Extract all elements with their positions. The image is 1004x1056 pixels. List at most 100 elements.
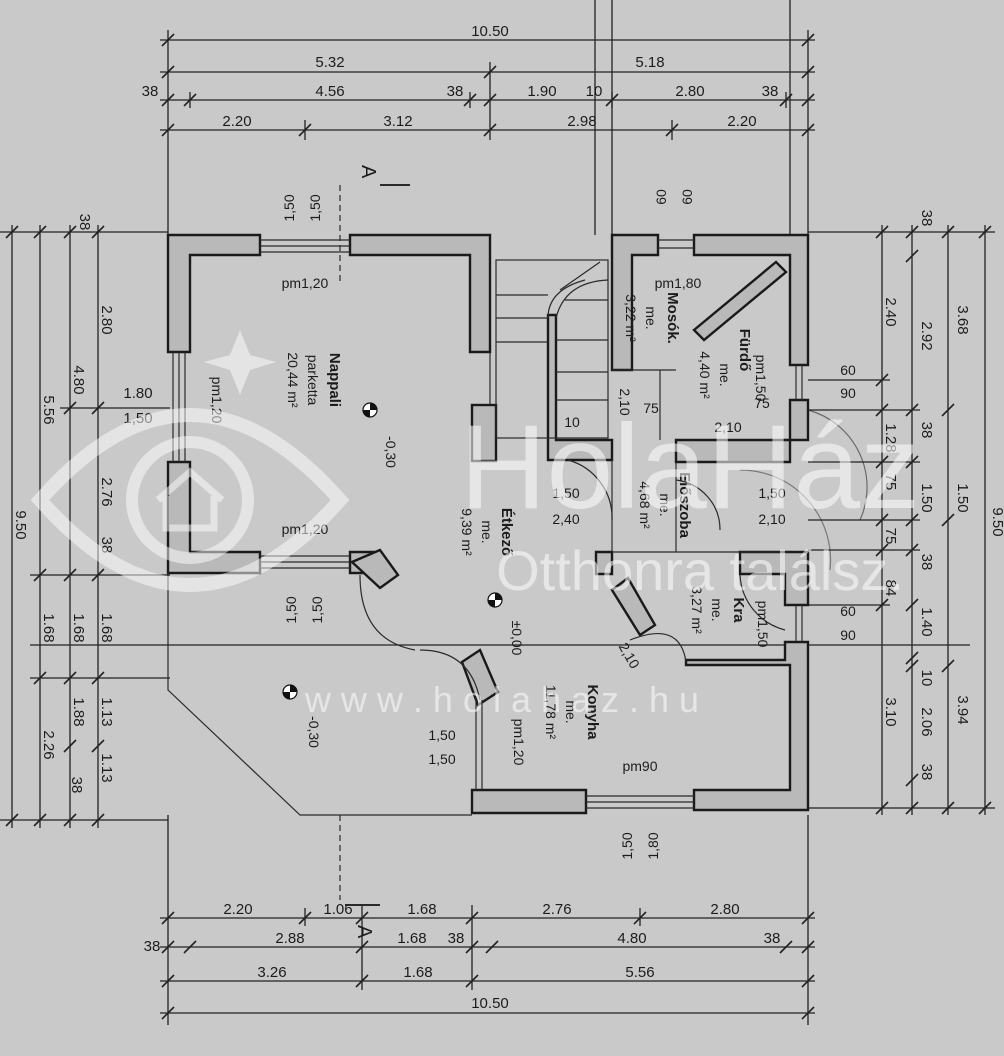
- dim-top-2-98: 2.98: [567, 113, 596, 130]
- dim-right-total: 9.50: [989, 507, 1004, 536]
- dim-right-2-92: 2.92: [918, 321, 935, 350]
- dim-right-wall-4: 38: [918, 764, 935, 781]
- wall-bath-bottom: [674, 398, 810, 464]
- dim-right-10: 10: [918, 670, 935, 687]
- win-furdo-inner-1: 75: [754, 395, 770, 411]
- top-dimension-labels: 10.50 5.32 5.18 38 4.56 38 1.90 10 2.80 …: [142, 23, 779, 130]
- room-eloszoba-finish: me.: [657, 493, 673, 516]
- level-marker-etkezo: [487, 592, 503, 608]
- dim-left-1-68-inner: 1.68: [40, 613, 57, 642]
- watermark-logo-icon: [30, 330, 350, 592]
- win-konyha-left-1: 1,50: [428, 727, 455, 743]
- section-marker-top: A: [357, 165, 379, 179]
- bottom-dimension-ticks: [161, 911, 815, 1020]
- door-label-10: 10: [564, 414, 580, 430]
- dim-left-1-68-outer: 1.68: [98, 613, 115, 642]
- win-eloszoba-right-2: 2,10: [758, 511, 785, 527]
- dim-left-2-26: 2.26: [40, 730, 57, 759]
- dim-left-1-88: 1.88: [70, 697, 87, 726]
- room-etkezo-area: 9,39 m²: [459, 508, 475, 556]
- room-kra: Kra me. 3,27 m²: [689, 586, 747, 634]
- dim-bottom-wall-3: 38: [764, 930, 781, 947]
- level-markers: [282, 402, 503, 700]
- dim-bottom-total: 10.50: [471, 995, 509, 1012]
- wall-top-middle: [348, 233, 492, 354]
- level-terrace: -0,30: [306, 716, 322, 748]
- dim-right-1-28: 1.28: [882, 423, 899, 452]
- opening-nappali-top: pm1,20: [282, 275, 329, 291]
- dim-right-3-94: 3.94: [954, 695, 971, 724]
- dim-top-1-90: 1.90: [527, 83, 556, 100]
- room-mosok: Mosók. me. 3,22 m²: [623, 292, 681, 344]
- dim-top-10: 10: [586, 83, 603, 100]
- dim-top-3-12: 3.12: [383, 113, 412, 130]
- room-furdo-finish: me.: [717, 363, 733, 386]
- opening-furdo: pm1,50: [753, 355, 769, 402]
- dim-bottom-wall-1: 38: [144, 938, 161, 955]
- dim-right-wall-1: 38: [918, 210, 935, 227]
- dim-bottom-2-88: 2.88: [275, 930, 304, 947]
- room-konyha-name: Konyha: [584, 684, 601, 740]
- dim-left-4-80: 4.80: [70, 365, 87, 394]
- dim-left-2-76: 2.76: [98, 477, 115, 506]
- wall-diagonal-1: [349, 548, 400, 590]
- dim-top-2-20-b: 2.20: [727, 113, 756, 130]
- level-marker-nappali: [362, 402, 378, 418]
- bottom-dimension-labels: 2.20 1.06 1.68 2.76 2.80 38 2.88 1.68 38…: [144, 901, 781, 1012]
- dim-left-1-68-mid: 1.68: [70, 613, 87, 642]
- top-dimension-ticks: [161, 33, 815, 137]
- win-bottom-left-2: 1,50: [309, 596, 325, 623]
- dim-top-right: 5.18: [635, 54, 664, 71]
- dim-right-wall-3: 38: [918, 554, 935, 571]
- bottom-dimensions: [160, 815, 815, 1025]
- watermark-url: w w w . h o l a h a z . h u: [304, 679, 699, 720]
- watermark-brand: HolaHáz: [460, 400, 920, 534]
- room-mosok-area: 3,22 m²: [623, 294, 639, 342]
- room-nappali-name: Nappali: [326, 353, 343, 407]
- dim-bottom-1-06: 1.06: [323, 901, 352, 918]
- dim-right-wall-2: 38: [918, 422, 935, 439]
- dim-right-2-40: 2.40: [882, 297, 899, 326]
- room-kra-finish: me.: [709, 598, 725, 621]
- dim-bottom-1-68-c: 1.68: [403, 964, 432, 981]
- room-nappali-finish: parketta: [305, 355, 321, 406]
- door-label-2-10-a: 2,10: [617, 388, 633, 415]
- win-top-left-1: 1,50: [281, 194, 297, 221]
- dim-right-1-50-mid: 1.50: [918, 483, 935, 512]
- room-furdo-area: 4,40 m²: [697, 351, 713, 399]
- room-eloszoba-name: Előszoba: [676, 472, 693, 539]
- wall-diagonal-2: [460, 648, 500, 707]
- wall-top-left: [166, 233, 262, 354]
- dim-top-wall-1: 38: [142, 83, 159, 100]
- room-konyha-finish: me.: [563, 700, 579, 723]
- dim-bottom-2-80: 2.80: [710, 901, 739, 918]
- left-dimension-ticks: [5, 225, 105, 827]
- room-mosok-finish: me.: [643, 306, 659, 329]
- wall-diagonal-3: [610, 576, 657, 637]
- level-etkezo: ±0,00: [509, 621, 525, 656]
- right-dimension-labels: 2.40 1.28 75 75 84 3.10 38 2.92 38 1.50 …: [882, 210, 1004, 781]
- room-etkezo-finish: me.: [479, 520, 495, 543]
- dim-left-wall-bottom: 38: [68, 777, 85, 794]
- dim-left-1-13-a: 1.13: [98, 697, 115, 726]
- dim-left-5-56: 5.56: [40, 395, 57, 424]
- opening-mosok-top: pm1,80: [655, 275, 702, 291]
- dim-right-1-50-outer: 1.50: [954, 483, 971, 512]
- win-konyha-left-2: 1,50: [428, 751, 455, 767]
- dim-top-wall-3: 38: [762, 83, 779, 100]
- dim-bottom-3-26: 3.26: [257, 964, 286, 981]
- dim-bottom-5-56: 5.56: [625, 964, 654, 981]
- dim-bottom-wall-2: 38: [448, 930, 465, 947]
- dim-right-3-68: 3.68: [954, 305, 971, 334]
- walls: [166, 233, 810, 815]
- level-nappali: -0,30: [383, 436, 399, 468]
- dim-left-1-13-b: 1.13: [98, 753, 115, 782]
- win-top-mid-2: 60: [679, 189, 695, 205]
- win-bottom-right-1: 1,80: [645, 832, 661, 859]
- dim-right-1-40: 1.40: [918, 607, 935, 636]
- room-etkezo-name: Étkező: [498, 508, 515, 556]
- dim-right-2-06: 2.06: [918, 707, 935, 736]
- dim-bottom-1-68-b: 1.68: [397, 930, 426, 947]
- room-nappali: Nappali parketta 20,44 m²: [285, 352, 343, 408]
